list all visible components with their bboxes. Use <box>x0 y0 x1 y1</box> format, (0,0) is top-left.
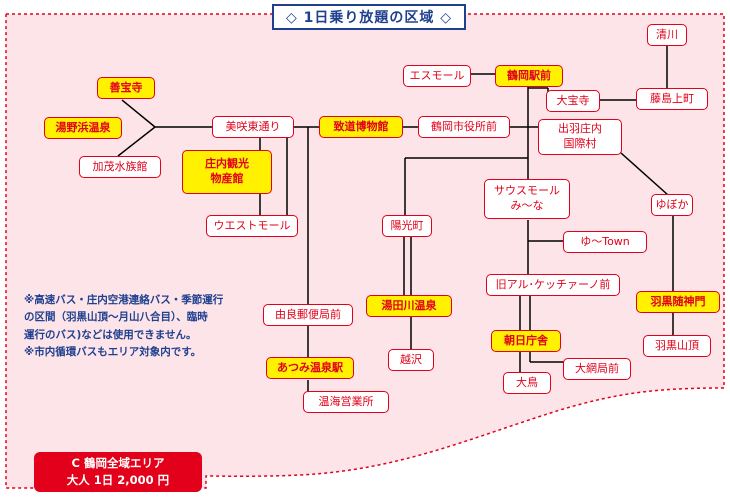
fare-box: C 鶴岡全域エリア 大人 1日 2,000 円 <box>34 452 202 492</box>
stop-oami: 大網局前 <box>563 358 631 380</box>
stop-haguro-zuishinmon: 羽黒随神門 <box>636 291 720 313</box>
stop-esmall: エスモール <box>403 65 471 87</box>
fare-price: 大人 1日 2,000 円 <box>66 473 170 487</box>
stop-yubokaku: ゆぼか <box>651 194 693 216</box>
stop-south-mall: サウスモール み～な <box>484 179 570 219</box>
stop-otori: 大鳥 <box>503 372 551 394</box>
stop-misakihigashi: 美咲東通り <box>212 116 294 138</box>
stop-haguro-sancho: 羽黒山頂 <box>643 335 711 357</box>
fare-area-name: C 鶴岡全域エリア <box>71 455 165 470</box>
stop-tsuruoka-station: 鶴岡駅前 <box>495 65 563 87</box>
stop-kamo: 加茂水族館 <box>79 156 161 178</box>
stop-dewa-shonai-line1: 出羽庄内 <box>558 122 602 136</box>
stop-yokocho: 陽光町 <box>382 215 432 237</box>
stop-shonai-kanko: 庄内観光 物産館 <box>182 150 272 194</box>
stop-shonai-kanko-line1: 庄内観光 <box>205 157 249 171</box>
stop-dewa-shonai-line2: 国際村 <box>563 137 597 150</box>
stop-atsumi: あつみ温泉駅 <box>266 357 354 379</box>
map-title: ◇ 1日乗り放題の区域 ◇ <box>272 4 466 30</box>
stop-old-alche: 旧アル･ケッチァーノ前 <box>486 274 620 296</box>
note-line: ※市内循環バスもエリア対象内です。 <box>24 345 202 358</box>
stop-south-mall-line1: サウスモール <box>494 184 560 198</box>
stop-yunohama: 湯野浜温泉 <box>44 117 122 139</box>
stop-yutagawa: 湯田川温泉 <box>366 295 452 317</box>
stop-shonai-kanko-line2: 物産館 <box>210 172 244 185</box>
note-line: 運行のバス)などは使用できません。 <box>24 328 197 341</box>
stop-onkai: 温海営業所 <box>303 391 389 413</box>
stop-west-mall: ウエストモール <box>206 215 298 237</box>
usage-notes: ※高速バス・庄内空港連絡バス・季節運行 の区間（羽黒山頂～月山八合目）、臨時 運… <box>24 292 294 361</box>
stop-dewa-shonai: 出羽庄内 国際村 <box>538 119 622 155</box>
stop-yuzawa: 越沢 <box>388 349 434 371</box>
stop-chido: 致道博物館 <box>319 116 403 138</box>
stop-zenpoji: 善宝寺 <box>97 77 155 99</box>
stop-daihoji: 大宝寺 <box>546 90 600 112</box>
stop-shiyakusho: 鶴岡市役所前 <box>418 116 510 138</box>
stop-yu-town: ゆ～Town <box>563 231 647 253</box>
stop-tokojimakami: 藤島上町 <box>636 88 708 110</box>
note-line: ※高速バス・庄内空港連絡バス・季節運行 <box>24 294 224 306</box>
stop-asahi: 朝日庁舎 <box>491 330 561 352</box>
note-line: の区間（羽黒山頂～月山八合目）、臨時 <box>24 311 208 324</box>
stop-south-mall-line2: み～な <box>510 199 544 212</box>
stop-seikawa: 清川 <box>647 24 687 46</box>
stop-yura-post-office: 由良郵便局前 <box>263 304 353 326</box>
